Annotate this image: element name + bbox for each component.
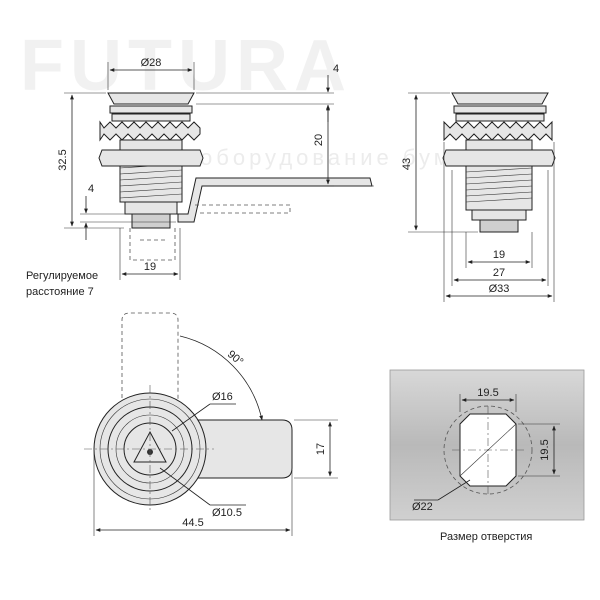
threaded-body xyxy=(119,139,183,203)
dim-hole-width: 19.5 xyxy=(477,387,498,399)
dim-hole-height: 19.5 xyxy=(539,439,551,460)
front-cap xyxy=(451,92,549,105)
cam-arm xyxy=(177,177,373,223)
dim-diameter-33: Ø33 xyxy=(489,283,510,295)
front-screw-head xyxy=(479,219,519,233)
top-view: 90° Ø16 Ø10.5 44.5 17 xyxy=(84,312,338,536)
dim-19-front: 19 xyxy=(493,249,505,261)
dim-27: 27 xyxy=(493,267,505,279)
lock-cap xyxy=(107,92,195,105)
serrated-washer xyxy=(99,120,201,142)
dim-17: 17 xyxy=(315,443,327,455)
dim-angle-90: 90° xyxy=(225,348,245,368)
dim-43: 43 xyxy=(401,158,413,170)
dim-32-5: 32.5 xyxy=(57,149,69,170)
watermark: FUTURA оборудование бумага xyxy=(20,26,493,170)
washer xyxy=(111,113,191,122)
dim-diameter-10-5: Ø10.5 xyxy=(212,507,242,519)
note-adjustable-line2: расстояние 7 xyxy=(26,286,94,298)
dim-cap-4: 4 xyxy=(333,63,339,75)
side-view: Ø28 4 20 32.5 4 19 Регулируемое расстоян… xyxy=(26,57,374,298)
dim-diameter-28: Ø28 xyxy=(141,57,162,69)
dim-20: 20 xyxy=(313,134,325,146)
collar xyxy=(124,201,178,215)
front-serrated-washer xyxy=(443,120,553,142)
dim-44-5: 44.5 xyxy=(182,517,203,529)
washer xyxy=(109,105,193,114)
dim-19-side: 19 xyxy=(144,261,156,273)
dim-diameter-16: Ø16 xyxy=(212,391,233,403)
front-hex-nut xyxy=(442,149,556,167)
screw-head xyxy=(131,213,171,229)
front-view: 43 19 27 Ø33 xyxy=(401,92,556,302)
hex-nut xyxy=(98,149,204,167)
dim-cam-4: 4 xyxy=(88,183,94,195)
note-adjustable-line1: Регулируемое xyxy=(26,270,98,282)
dim-hole-diameter: Ø22 xyxy=(412,501,433,513)
hole-caption: Размер отверстия xyxy=(440,531,532,543)
hole-view: 19.5 19.5 Ø22 Размер отверстия xyxy=(389,369,585,543)
